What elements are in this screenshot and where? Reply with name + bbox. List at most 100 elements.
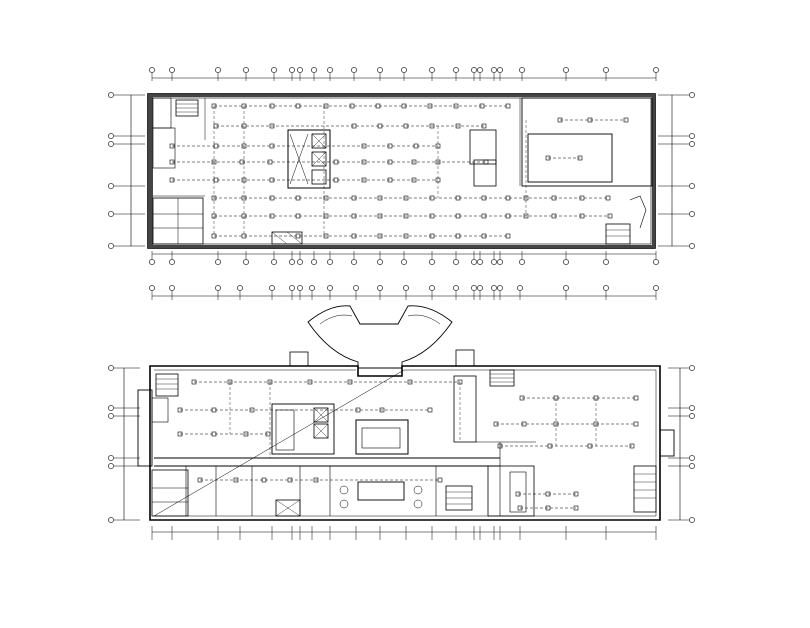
axis-bubble: [477, 285, 483, 291]
light-fixture: [377, 195, 383, 201]
light-fixture: [481, 213, 487, 219]
axis-bubble: [563, 285, 569, 291]
lower-light-fixtures: [177, 379, 639, 511]
light-fixture: [515, 491, 521, 497]
axis-bubble: [497, 285, 503, 291]
light-fixture: [351, 233, 357, 239]
light-fixture: [377, 213, 383, 219]
axis-bubble: [689, 405, 695, 411]
axis-bubble: [377, 285, 383, 291]
light-fixture: [523, 213, 529, 219]
lower-elevator-2: [313, 423, 329, 439]
light-fixture: [505, 233, 511, 239]
axis-bubble: [477, 259, 483, 265]
lower-elevator-1: [313, 407, 329, 423]
light-fixture: [269, 103, 275, 109]
axis-bubble: [169, 259, 175, 265]
lower-room-right-a: [453, 375, 477, 443]
light-fixture: [577, 155, 583, 161]
light-fixture: [267, 159, 273, 165]
light-fixture: [521, 421, 527, 427]
axis-bubble: [689, 92, 695, 98]
axis-bubble: [453, 67, 459, 73]
light-fixture: [323, 233, 329, 239]
upper-hall-right: [521, 97, 653, 187]
light-fixture: [407, 379, 413, 385]
lower-axis-grid: [108, 285, 695, 540]
light-fixture: [551, 195, 557, 201]
axis-bubble: [108, 133, 114, 139]
axis-bubble: [297, 259, 303, 265]
light-fixture: [427, 407, 433, 413]
axis-bubble: [471, 285, 477, 291]
light-fixture: [427, 103, 433, 109]
axis-bubble: [453, 285, 459, 291]
light-fixture: [573, 505, 579, 511]
upper-right-wall-hatch: [652, 94, 655, 248]
axis-bubble: [351, 259, 357, 265]
light-fixture: [243, 431, 249, 437]
light-fixture: [429, 123, 435, 129]
light-fixture: [551, 213, 557, 219]
axis-bubble: [689, 133, 695, 139]
axis-bubble: [149, 67, 155, 73]
light-fixture: [497, 443, 503, 449]
upper-light-fixtures: [169, 103, 629, 239]
light-fixture: [547, 443, 553, 449]
light-fixture: [545, 155, 551, 161]
axis-bubble: [429, 285, 435, 291]
light-fixture: [361, 177, 367, 183]
light-fixture: [455, 195, 461, 201]
lower-floor-plan: [137, 349, 675, 521]
light-fixture: [233, 477, 239, 483]
axis-bubble: [108, 517, 114, 523]
light-fixture: [455, 233, 461, 239]
upper-outer-wall: [147, 93, 656, 249]
axis-bubble: [108, 365, 114, 371]
light-fixture: [197, 477, 203, 483]
light-fixture: [287, 477, 293, 483]
axis-bubble: [108, 92, 114, 98]
light-fixture: [169, 159, 175, 165]
axis-bubble: [491, 67, 497, 73]
light-fixture: [169, 143, 175, 149]
axis-bubble: [377, 67, 383, 73]
light-fixture: [355, 407, 361, 413]
axis-bubble: [149, 285, 155, 291]
light-fixture: [629, 443, 635, 449]
axis-bubble: [169, 67, 175, 73]
light-fixture: [403, 123, 409, 129]
axis-bubble: [563, 259, 569, 265]
light-fixture: [579, 195, 585, 201]
upper-room-core-right: [469, 129, 497, 165]
light-fixture: [295, 195, 301, 201]
axis-bubble: [689, 243, 695, 249]
axis-bubble: [311, 259, 317, 265]
light-fixture: [169, 177, 175, 183]
axis-bubble: [269, 285, 275, 291]
upper-room-left-a: [152, 97, 172, 129]
axis-bubble: [603, 285, 609, 291]
axis-bubble: [689, 413, 695, 419]
light-fixture: [573, 491, 579, 497]
light-fixture: [453, 103, 459, 109]
axis-bubble: [353, 285, 359, 291]
light-fixture: [633, 395, 639, 401]
axis-bubble: [401, 259, 407, 265]
light-fixture: [351, 195, 357, 201]
light-fixture: [269, 195, 275, 201]
upper-left-wall-hatch: [148, 94, 153, 248]
light-fixture: [269, 143, 275, 149]
upper-elevator-1: [311, 133, 327, 149]
light-fixture: [177, 431, 183, 437]
light-fixture: [295, 233, 301, 239]
axis-bubble: [497, 259, 503, 265]
axis-bubble: [169, 285, 175, 291]
axis-bubble: [289, 285, 295, 291]
light-fixture: [545, 505, 551, 511]
light-fixture: [269, 213, 275, 219]
light-fixture: [249, 407, 255, 413]
upper-stair-bottom-right: [605, 223, 631, 245]
axis-bubble: [519, 67, 525, 73]
lower-lift-bottom: [275, 499, 301, 517]
